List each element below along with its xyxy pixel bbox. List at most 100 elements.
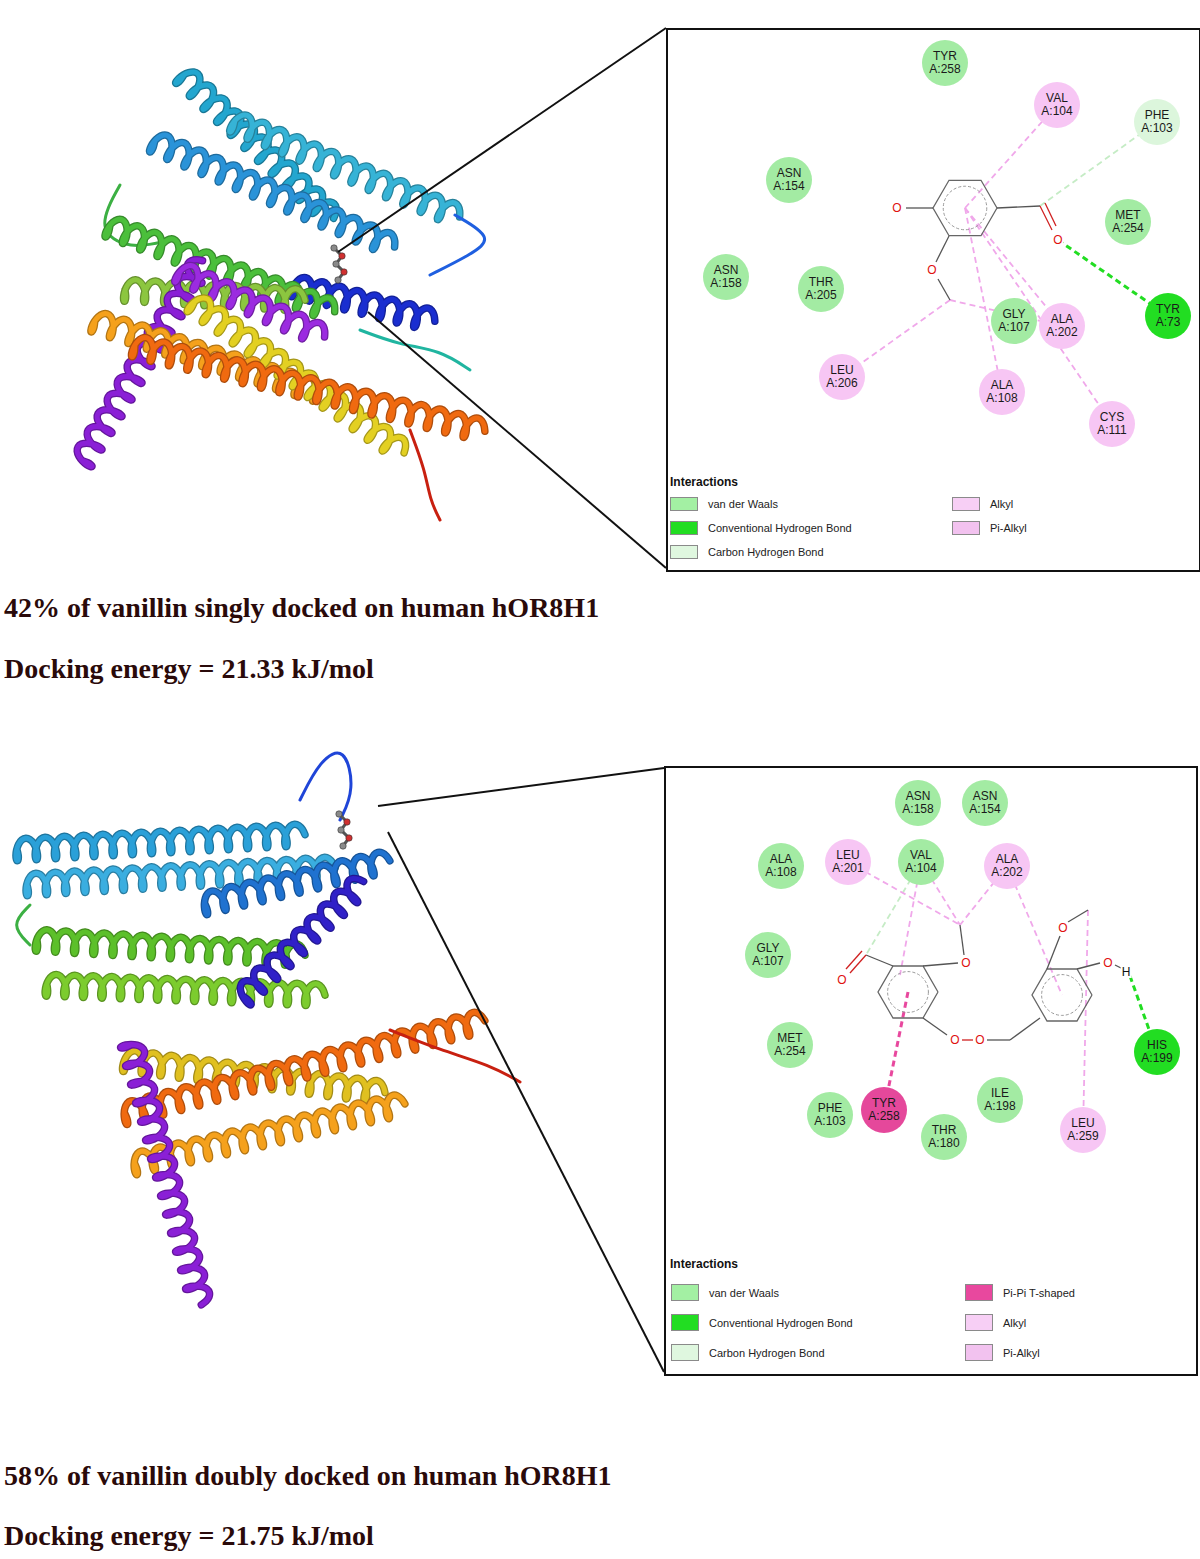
residue-circle: TYR A:258 [922,40,968,86]
helix-shadow [131,338,484,438]
atom-symbol: O [960,957,971,969]
interaction-panel: InteractionsTYR A:258VAL A:104PHE A:103A… [666,28,1200,572]
leader-line [368,312,666,568]
residue-circle: LEU A:259 [1060,1107,1106,1153]
atom-symbol: O [926,264,937,276]
atom-symbol: O [974,1034,985,1046]
residue-label: VAL A:104 [905,849,936,875]
ligand-atom [335,277,341,283]
bond [923,1018,947,1035]
interaction-panel: InteractionsASN A:158ASN A:154ALA A:108L… [664,766,1198,1376]
helix [150,135,395,249]
residue-circle: ALA A:202 [984,843,1030,889]
residue-circle: THR A:205 [798,266,844,312]
legend-label: Carbon Hydrogen Bond [709,1347,825,1359]
legend-swatch [670,497,698,511]
helix [105,219,335,315]
residue-label: MET A:254 [1112,209,1143,235]
coil [300,753,351,820]
legend-swatch [965,1314,993,1331]
residue-circle: GLY A:107 [991,298,1037,344]
residue-circle: ASN A:158 [703,254,749,300]
legend-swatch [965,1284,993,1301]
residue-label: ALA A:108 [765,853,796,879]
interaction-line [965,208,1112,424]
legend-swatch [671,1314,699,1331]
residue-circle: TYR A:73 [1145,293,1191,339]
aromatic-circle [1042,975,1083,1016]
coil [17,905,30,945]
bond [936,236,949,262]
residue-circle: ALA A:108 [758,843,804,889]
ligand-atom [331,245,337,251]
bond [923,963,958,966]
legend-swatch [952,521,980,535]
atom-symbol: O [836,974,847,986]
helix [230,115,460,220]
helix-shadow [105,219,335,315]
bond [1068,910,1088,922]
leader-line [378,768,664,806]
interaction-line [1083,910,1088,1130]
ligand-atom [341,269,347,275]
helix-shadow [124,1012,485,1124]
legend-swatch [965,1344,993,1361]
residue-circle: LEU A:206 [819,354,865,400]
legend-swatch [670,521,698,535]
bond [960,925,964,955]
ligand-diagram [842,105,1168,424]
protein-ribbon [77,28,666,568]
residue-label: MET A:254 [774,1032,805,1058]
coil [390,1030,520,1082]
helix [131,338,484,438]
residue-circle: THR A:180 [921,1114,967,1160]
helix-shadow [121,1044,210,1304]
residue-label: LEU A:206 [826,364,857,390]
residue-label: LEU A:201 [832,849,863,875]
bond [938,279,950,300]
coil [410,430,440,520]
residue-label: TYR A:258 [929,50,960,76]
residue-label: ASN A:158 [710,264,741,290]
residue-label: LEU A:259 [1067,1117,1098,1143]
protein-ribbon [16,753,664,1372]
residue-label: PHE A:103 [1141,109,1172,135]
ligand-atom [346,835,352,841]
residue-label: ILE A:198 [984,1087,1015,1113]
residue-label: CYS A:111 [1097,411,1127,437]
bond [1045,203,1056,226]
residue-circle: ALA A:202 [1039,303,1085,349]
atom-symbol: O [891,202,902,214]
helix-shadow [150,135,395,249]
bond [850,955,866,973]
helix [16,824,305,860]
residue-circle: ILE A:198 [977,1077,1023,1123]
residue-label: ASN A:158 [902,790,933,816]
helix [240,878,363,1004]
atom-symbol: O [1057,922,1068,934]
helix-shadow [230,115,460,220]
atom-symbol: O [1052,234,1063,246]
ligand-atom [338,827,344,833]
figure-caption: 58% of vanillin doubly docked on human h… [4,1460,612,1492]
residue-circle: VAL A:104 [1034,82,1080,128]
figure-caption: Docking energy = 21.75 kJ/mol [4,1520,374,1552]
ligand-atom [336,811,342,817]
legend-label: Conventional Hydrogen Bond [708,522,852,534]
bond [906,207,933,208]
bond [987,1039,1010,1040]
residue-circle: ALA A:108 [979,369,1025,415]
ligand-atom [339,253,345,259]
residue-circle: ASN A:158 [895,780,941,826]
residue-circle: MET A:254 [1105,199,1151,245]
residue-circle: GLY A:107 [745,932,791,978]
residue-circle: HIS A:199 [1134,1029,1180,1075]
legend-label: van der Waals [709,1287,779,1299]
residue-label: ALA A:202 [991,853,1022,879]
residue-circle: ASN A:154 [766,157,812,203]
residue-circle: TYR A:258 [861,1087,907,1133]
bond [1040,206,1052,230]
helix-shadow [45,975,325,1006]
residue-label: ASN A:154 [773,167,804,193]
legend-label: van der Waals [708,498,778,510]
